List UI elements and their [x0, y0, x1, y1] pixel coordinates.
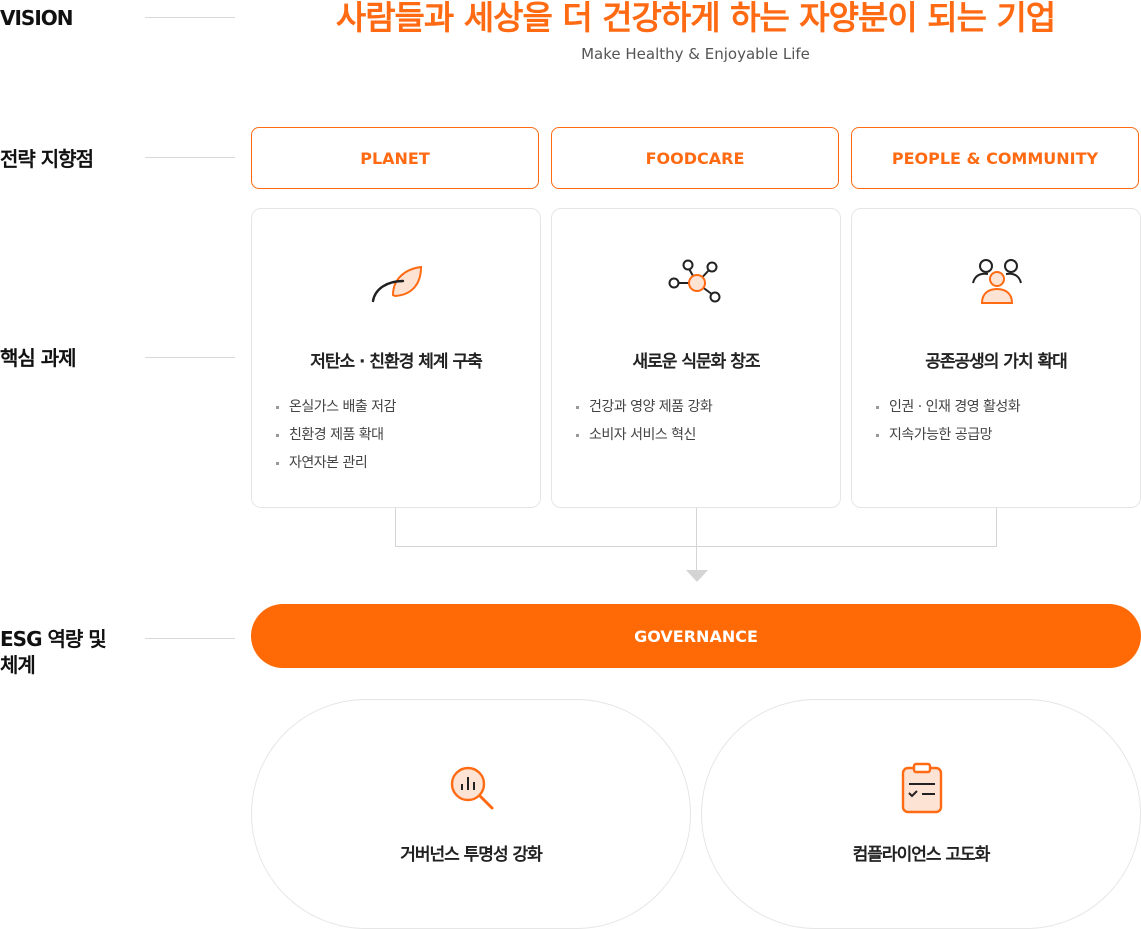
row-divider-core [145, 357, 235, 358]
row-divider-strategy [145, 157, 235, 158]
people-icon [972, 259, 1022, 304]
magnifier-chart-icon [450, 766, 494, 810]
row-label-esg-line2: 체계 [0, 653, 36, 677]
governance-item-title: 컴플라이언스 고도화 [852, 845, 991, 865]
connector-right [996, 508, 997, 547]
task-list: 건강과 영양 제품 강화 소비자 서비스 혁신 [576, 393, 713, 449]
list-item: 자연자본 관리 [276, 449, 396, 477]
list-item: 온실가스 배출 저감 [276, 393, 396, 421]
governance-item-transparency: 거버넌스 투명성 강화 [251, 699, 691, 929]
task-title: 새로운 식문화 창조 [632, 352, 761, 372]
governance-item-title: 거버넌스 투명성 강화 [400, 845, 543, 865]
row-divider-esg [145, 638, 235, 639]
leaf-icon [371, 265, 423, 303]
pillar-foodcare: FOODCARE [551, 127, 839, 189]
task-card-foodcare: 새로운 식문화 창조 건강과 영양 제품 강화 소비자 서비스 혁신 [551, 208, 841, 508]
clipboard-icon [901, 762, 943, 814]
row-label-vision: VISION [0, 6, 74, 30]
vision-title: 사람들과 세상을 더 건강하게 하는 자양분이 되는 기업 [335, 0, 1056, 37]
task-title: 공존공생의 가치 확대 [925, 352, 1068, 372]
task-list: 온실가스 배출 저감 친환경 제품 확대 자연자본 관리 [276, 393, 396, 477]
connector-center [696, 508, 697, 572]
task-title: 저탄소 · 친환경 체계 구축 [310, 352, 483, 372]
list-item: 건강과 영양 제품 강화 [576, 393, 713, 421]
row-label-core: 핵심 과제 [0, 346, 77, 370]
list-item: 인권 · 인재 경영 활성화 [876, 393, 1021, 421]
vision-subtitle: Make Healthy & Enjoyable Life [581, 45, 810, 63]
connector-left [395, 508, 396, 547]
task-list: 인권 · 인재 경영 활성화 지속가능한 공급망 [876, 393, 1021, 449]
task-card-people: 공존공생의 가치 확대 인권 · 인재 경영 활성화 지속가능한 공급망 [851, 208, 1141, 508]
pillar-planet: PLANET [251, 127, 539, 189]
governance-item-compliance: 컴플라이언스 고도화 [701, 699, 1141, 929]
governance-bar: GOVERNANCE [251, 604, 1141, 668]
row-label-strategy: 전략 지향점 [0, 147, 94, 171]
arrow-down-icon [686, 570, 708, 582]
row-label-esg: ESG 역량 및 체계 [0, 626, 107, 678]
list-item: 지속가능한 공급망 [876, 421, 1020, 449]
network-icon [668, 259, 721, 303]
task-card-planet: 저탄소 · 친환경 체계 구축 온실가스 배출 저감 친환경 제품 확대 자연자… [251, 208, 541, 508]
pillar-people-community: PEOPLE & COMMUNITY [851, 127, 1139, 189]
row-label-esg-line1: ESG 역량 및 [0, 627, 107, 651]
row-divider-vision [145, 17, 235, 18]
list-item: 친환경 제품 확대 [276, 421, 396, 449]
list-item: 소비자 서비스 혁신 [576, 421, 712, 449]
